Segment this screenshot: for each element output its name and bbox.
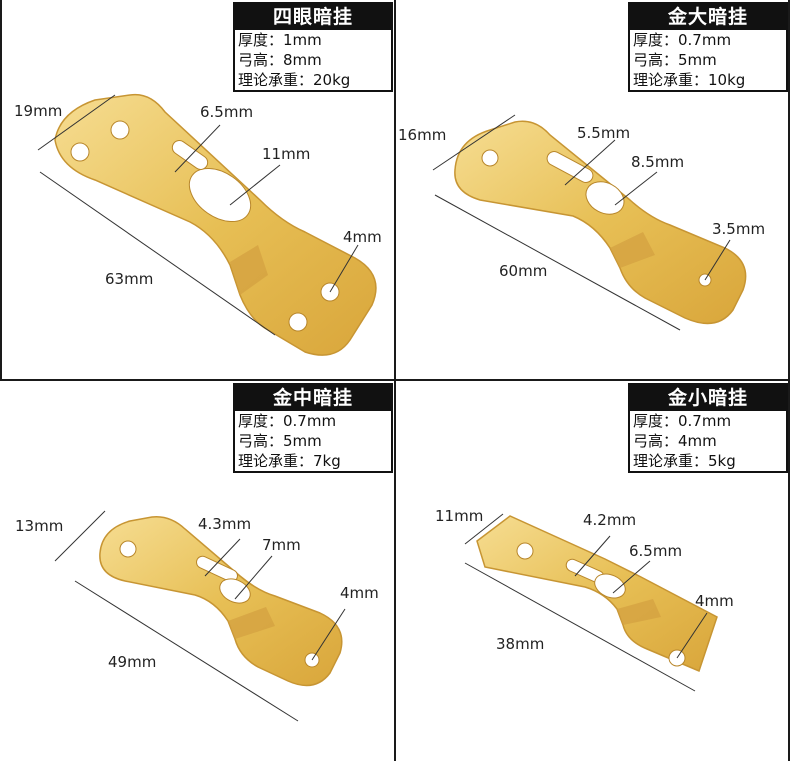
- spec-load: 理论承重：5kg: [633, 452, 736, 470]
- dim-slot: 5.5mm: [577, 124, 631, 142]
- divider-horizontal: [0, 379, 790, 381]
- dim-slot: 4.3mm: [198, 515, 252, 533]
- hanger-illustration: [464, 513, 718, 692]
- dim-hole-large: 7mm: [262, 536, 301, 554]
- spec-thickness: 厚度：0.7mm: [633, 31, 732, 49]
- divider-right: [788, 0, 790, 761]
- dim-width: 11mm: [435, 507, 484, 525]
- product-title: 金小暗挂: [630, 385, 786, 411]
- dim-length: 63mm: [105, 270, 154, 288]
- spec-bow-height: 弓高：5mm: [633, 51, 717, 69]
- dim-hole-small: 4mm: [340, 584, 379, 602]
- dim-slot: 4.2mm: [583, 511, 637, 529]
- divider-left: [0, 0, 2, 380]
- spec-bow-height: 弓高：4mm: [633, 432, 717, 450]
- spec-box: 金小暗挂 厚度：0.7mm 弓高：4mm 理论承重：5kg: [628, 383, 788, 473]
- product-title: 四眼暗挂: [235, 4, 391, 30]
- hanger-illustration: [432, 114, 747, 331]
- dim-hole-large: 11mm: [262, 145, 311, 163]
- product-title: 金大暗挂: [630, 4, 786, 30]
- spec-load: 理论承重：20kg: [238, 71, 351, 89]
- spec-box: 四眼暗挂 厚度：1mm 弓高：8mm 理论承重：20kg: [233, 2, 393, 92]
- dim-width: 19mm: [14, 102, 63, 120]
- dim-hole-large: 6.5mm: [629, 542, 683, 560]
- hanger-illustration: [54, 510, 346, 722]
- spec-thickness: 厚度：0.7mm: [238, 412, 337, 430]
- dim-length: 49mm: [108, 653, 157, 671]
- spec-box: 金大暗挂 厚度：0.7mm 弓高：5mm 理论承重：10kg: [628, 2, 788, 92]
- spec-load: 理论承重：7kg: [238, 452, 341, 470]
- spec-load: 理论承重：10kg: [633, 71, 746, 89]
- dim-length: 38mm: [496, 635, 545, 653]
- product-title: 金中暗挂: [235, 385, 391, 411]
- dim-hole-small: 4mm: [695, 592, 734, 610]
- dim-hole-large: 8.5mm: [631, 153, 685, 171]
- dim-hole-small: 4mm: [343, 228, 382, 246]
- dim-length: 60mm: [499, 262, 548, 280]
- panel-four-eye-hanger: 四眼暗挂 厚度：1mm 弓高：8mm 理论承重：20kg 19mm 6.5mm …: [0, 0, 395, 380]
- dim-width: 16mm: [398, 126, 447, 144]
- dim-hole-small: 3.5mm: [712, 220, 766, 238]
- spec-bow-height: 弓高：8mm: [238, 51, 322, 69]
- spec-thickness: 厚度：1mm: [238, 31, 322, 49]
- spec-bow-height: 弓高：5mm: [238, 432, 322, 450]
- panel-gold-large-hanger: 金大暗挂 厚度：0.7mm 弓高：5mm 理论承重：10kg 16mm 5.5m…: [395, 0, 790, 380]
- panel-gold-medium-hanger: 金中暗挂 厚度：0.7mm 弓高：5mm 理论承重：7kg 13mm 4.3mm…: [0, 381, 395, 761]
- hanger-illustration: [37, 93, 377, 356]
- dim-slot: 6.5mm: [200, 103, 254, 121]
- panel-gold-small-hanger: 金小暗挂 厚度：0.7mm 弓高：4mm 理论承重：5kg 11mm 4.2mm…: [395, 381, 790, 761]
- dim-width: 13mm: [15, 517, 64, 535]
- spec-thickness: 厚度：0.7mm: [633, 412, 732, 430]
- spec-box: 金中暗挂 厚度：0.7mm 弓高：5mm 理论承重：7kg: [233, 383, 393, 473]
